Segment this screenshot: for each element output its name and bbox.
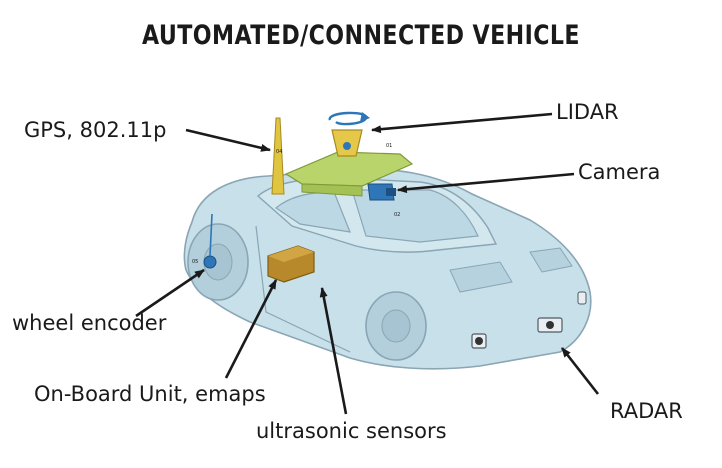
arrow-ultrasonic bbox=[319, 287, 348, 415]
door-line bbox=[255, 225, 351, 353]
lidar-rotation-arrow bbox=[328, 111, 368, 126]
arrow-obu bbox=[224, 279, 278, 379]
label-camera: Camera bbox=[578, 160, 661, 184]
arrow-gps bbox=[185, 128, 271, 152]
radar-front-center-lens bbox=[546, 321, 554, 329]
side-window bbox=[275, 191, 351, 233]
windshield bbox=[351, 189, 479, 243]
marker-antenna: 04 bbox=[276, 149, 282, 155]
arrow-radar bbox=[560, 347, 600, 395]
marker-lidar: 01 bbox=[386, 143, 392, 149]
camera-lens bbox=[386, 188, 396, 196]
marker-wheel: 05 bbox=[192, 259, 198, 265]
roof-rack-front bbox=[301, 183, 363, 197]
antenna bbox=[271, 117, 285, 195]
label-radar: RADAR bbox=[610, 399, 683, 423]
front-wheel-hub bbox=[381, 309, 411, 343]
label-wheel-encoder: wheel encoder bbox=[12, 311, 167, 335]
marker-camera: 02 bbox=[394, 212, 400, 218]
page-title: AUTOMATED/CONNECTED VEHICLE bbox=[142, 20, 580, 51]
radar-front-right bbox=[577, 291, 587, 305]
wheel-encoder-cable bbox=[209, 213, 213, 257]
arrow-wheel-encoder bbox=[135, 268, 205, 318]
label-ultrasonic-sensors: ultrasonic sensors bbox=[256, 419, 447, 443]
hood-vent-right bbox=[529, 247, 573, 273]
label-lidar: LIDAR bbox=[556, 100, 619, 124]
lidar-lens bbox=[343, 142, 351, 150]
lidar-rotation-tip bbox=[360, 112, 370, 122]
hood-vent-left bbox=[449, 261, 513, 293]
arrow-camera bbox=[397, 172, 575, 194]
radar-front-left-lens bbox=[475, 337, 483, 345]
obu-box-top bbox=[268, 246, 314, 262]
label-on-board-unit: On-Board Unit, emaps bbox=[34, 382, 266, 406]
label-gps: GPS, 802.11p bbox=[24, 118, 167, 142]
wheel-encoder-sensor bbox=[203, 255, 217, 269]
arrow-lidar bbox=[371, 112, 553, 134]
